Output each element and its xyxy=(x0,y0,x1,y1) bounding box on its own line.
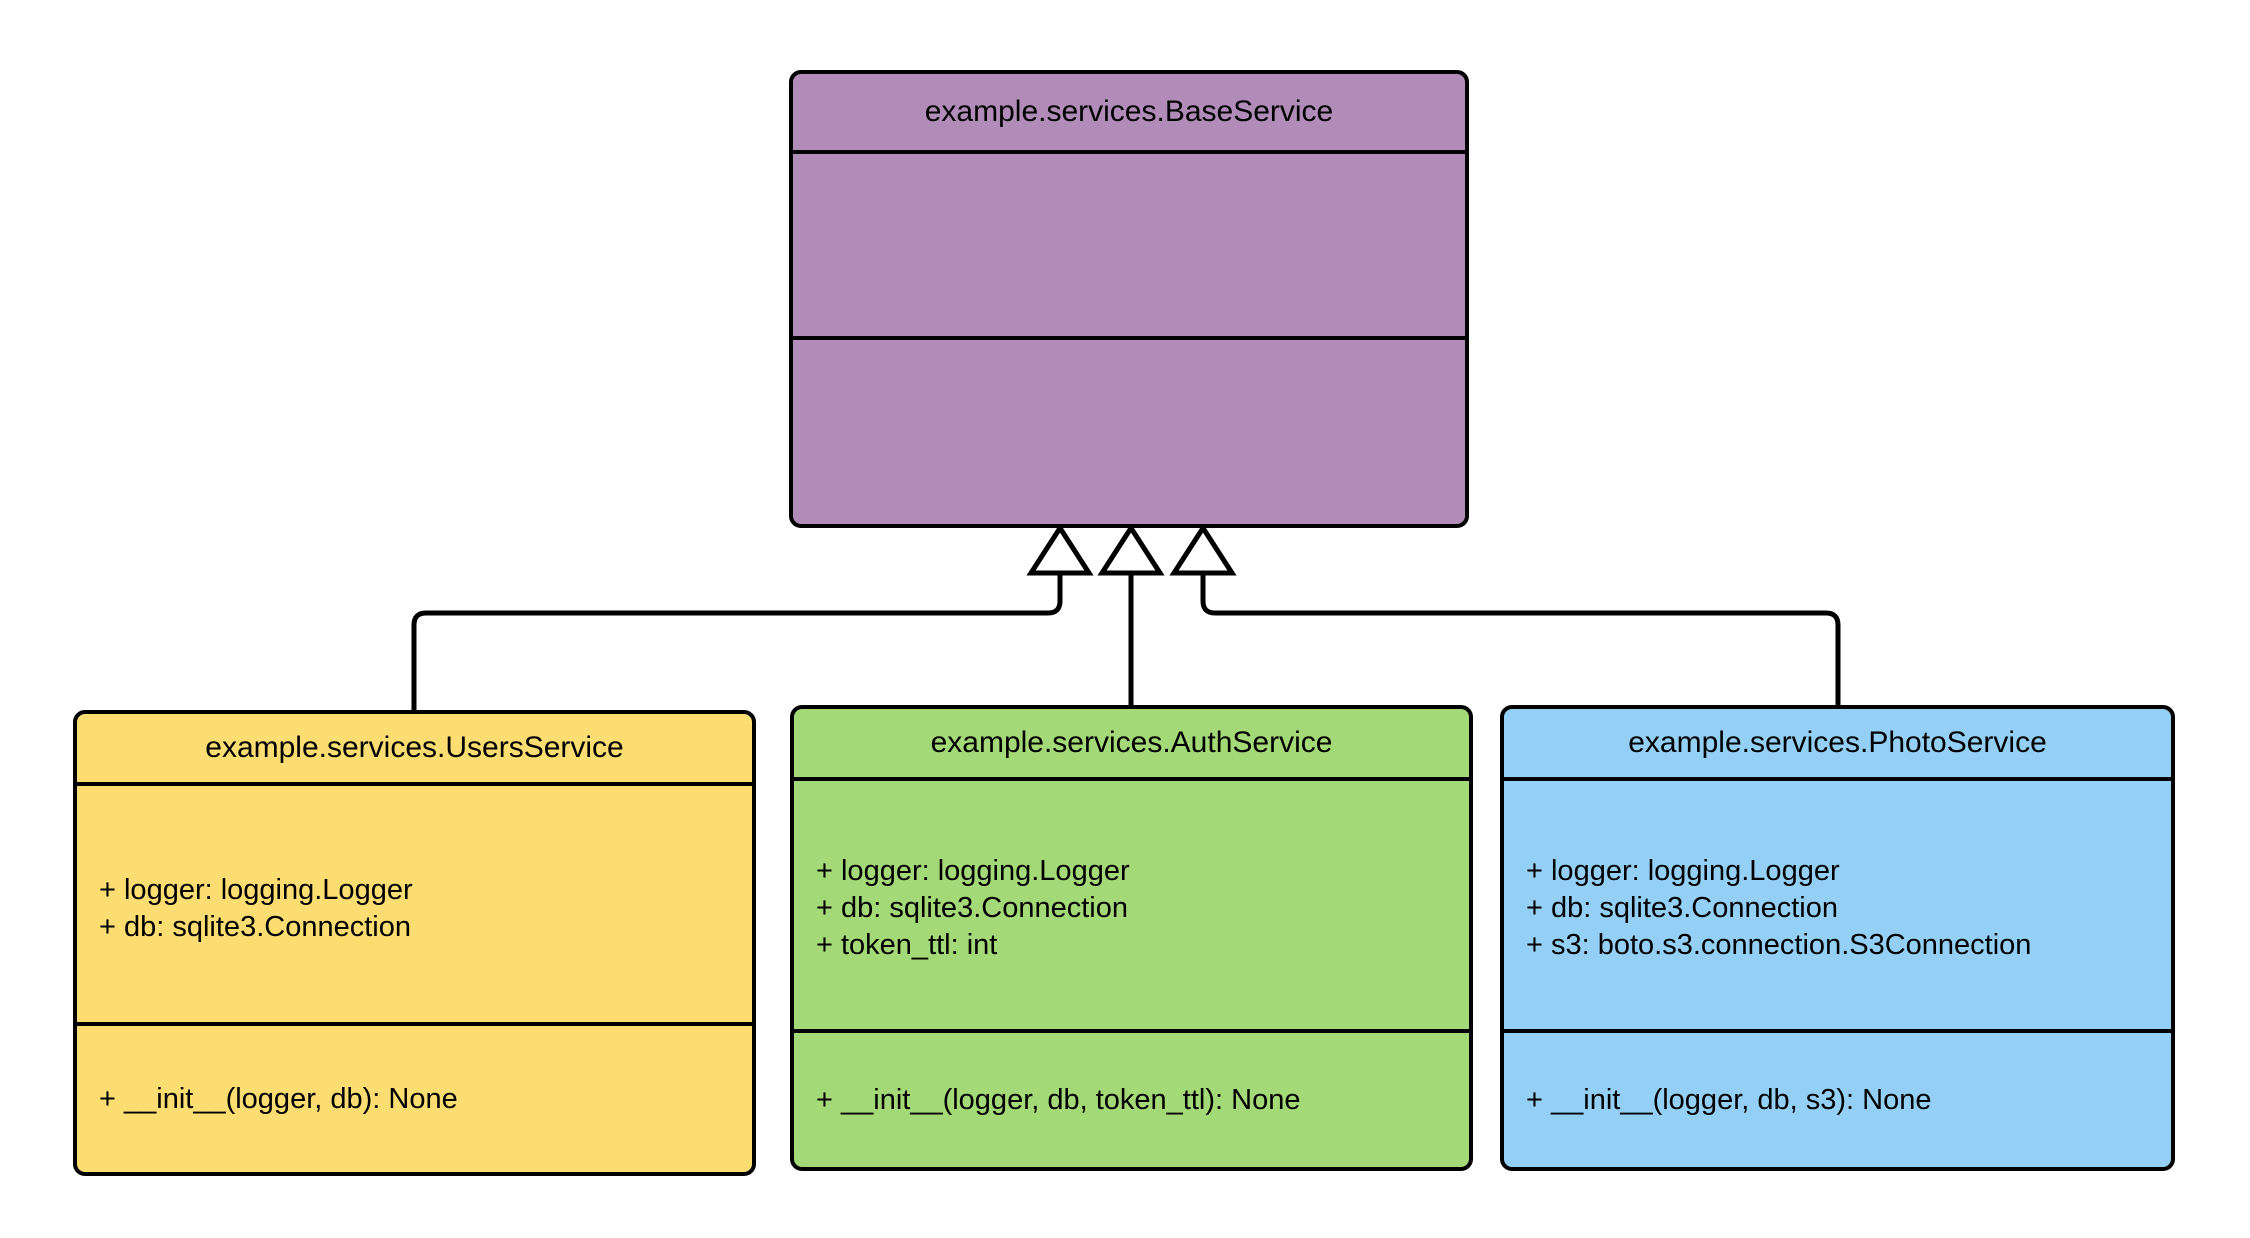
class-attributes-authservice: + logger: logging.Logger + db: sqlite3.C… xyxy=(794,777,1469,1029)
class-methods-authservice: + __init__(logger, db, token_ttl): None xyxy=(794,1029,1469,1167)
attribute-row: + logger: logging.Logger xyxy=(99,874,413,906)
class-attributes-baseservice xyxy=(793,150,1465,336)
method-row: + __init__(logger, db, s3): None xyxy=(1526,1083,1932,1116)
class-box-baseservice[interactable]: example.services.BaseService xyxy=(789,70,1469,528)
class-methods-usersservice: + __init__(logger, db): None xyxy=(77,1022,752,1172)
edge-photoservice-to-baseservice xyxy=(1169,523,1841,705)
class-attributes-photoservice: + logger: logging.Logger + db: sqlite3.C… xyxy=(1504,777,2171,1029)
attribute-row: + logger: logging.Logger xyxy=(1526,855,1840,887)
attribute-row: + logger: logging.Logger xyxy=(816,855,1130,887)
class-attributes-usersservice: + logger: logging.Logger + db: sqlite3.C… xyxy=(77,782,752,1022)
edge-authservice-to-baseservice xyxy=(1097,523,1165,705)
class-title-photoservice: example.services.PhotoService xyxy=(1628,726,2047,759)
attribute-row: + db: sqlite3.Connection xyxy=(816,892,1128,924)
attribute-row: + db: sqlite3.Connection xyxy=(99,911,411,943)
attribute-row: + db: sqlite3.Connection xyxy=(1526,892,1838,924)
inheritance-triangle-right xyxy=(1169,523,1237,576)
attribute-row: + s3: boto.s3.connection.S3Connection xyxy=(1526,929,2032,961)
class-methods-baseservice xyxy=(793,336,1465,524)
class-title-authservice: example.services.AuthService xyxy=(930,726,1333,759)
class-box-authservice[interactable]: example.services.AuthService + logger: l… xyxy=(790,705,1473,1171)
inheritance-triangle-middle xyxy=(1097,523,1165,576)
class-title-baseservice: example.services.BaseService xyxy=(924,95,1334,128)
method-row: + __init__(logger, db, token_ttl): None xyxy=(816,1083,1301,1116)
class-box-usersservice[interactable]: example.services.UsersService + logger: … xyxy=(73,710,756,1176)
class-methods-photoservice: + __init__(logger, db, s3): None xyxy=(1504,1029,2171,1167)
inheritance-triangle-left xyxy=(1026,523,1094,576)
edge-usersservice-to-baseservice xyxy=(411,523,1094,710)
class-box-photoservice[interactable]: example.services.PhotoService + logger: … xyxy=(1500,705,2175,1171)
class-title-usersservice: example.services.UsersService xyxy=(205,731,624,764)
attribute-row: + token_ttl: int xyxy=(816,929,998,961)
method-row: + __init__(logger, db): None xyxy=(99,1082,458,1115)
